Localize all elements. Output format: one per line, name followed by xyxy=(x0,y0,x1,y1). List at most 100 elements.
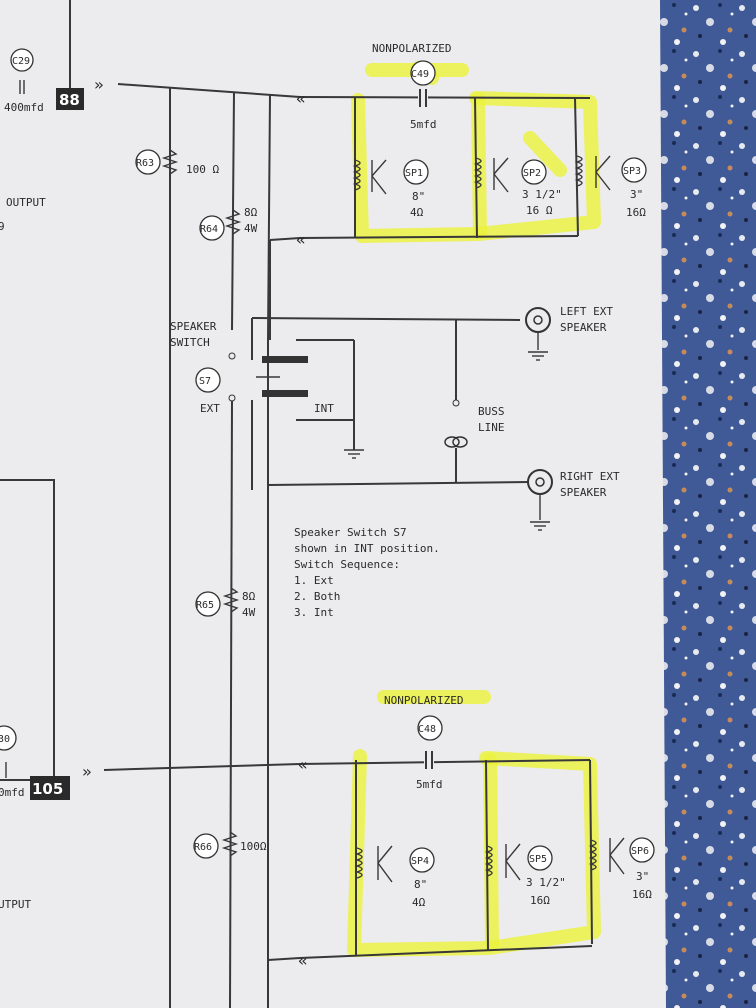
buss-label-2: LINE xyxy=(478,421,505,434)
sp5-size: 3 1/2" xyxy=(526,876,566,889)
sp6-coil-icon xyxy=(588,839,597,871)
buss-line-link-icon xyxy=(444,436,460,448)
sp4-ref: SP4 xyxy=(411,856,429,867)
c30-ref-fragment: 30 xyxy=(0,734,10,745)
sp2-ref: SP2 xyxy=(523,168,541,179)
c49-ref: C49 xyxy=(411,69,429,80)
buss-label: BUSS xyxy=(478,405,505,418)
sp1-ref: SP1 xyxy=(405,168,423,179)
sp1-size: 8" xyxy=(412,190,425,203)
terminal-88 xyxy=(56,88,84,110)
speaker-switch-label-2: SWITCH xyxy=(170,336,210,349)
arrow-chevrons-2: « xyxy=(296,89,306,108)
ground-icon-right-ext xyxy=(530,521,550,531)
r65-watts: 4W xyxy=(242,606,256,619)
ground-icon-left-ext xyxy=(528,351,548,361)
ground-icon-switch xyxy=(344,449,364,459)
note-line-3: Switch Sequence: xyxy=(294,558,400,571)
sp3-size: 3" xyxy=(630,188,643,201)
sp6-ref: SP6 xyxy=(631,846,649,857)
left-ext-label: LEFT EXT xyxy=(560,305,613,318)
note-line-4: 1. Ext xyxy=(294,574,334,587)
sp4-imp: 4Ω xyxy=(412,896,426,909)
r65-resistor-symbol xyxy=(222,587,240,613)
right-ext-label: RIGHT EXT xyxy=(560,470,620,483)
c29-value: 400mfd xyxy=(4,101,44,114)
arrow-chevrons-3: « xyxy=(296,230,306,249)
c29-ref: C29 xyxy=(12,56,30,67)
speaker-sp3: SP3 3" 16Ω xyxy=(574,155,647,219)
left-ext-label-2: SPEAKER xyxy=(560,321,607,334)
r64-value: 8Ω xyxy=(244,206,258,219)
c49-ref-circle xyxy=(410,60,436,86)
terminal-105 xyxy=(30,776,70,800)
r66-value: 100Ω xyxy=(240,840,267,853)
r64-watts: 4W xyxy=(244,222,258,235)
speaker-sp1: SP1 8" 4Ω xyxy=(352,159,429,219)
paper-sheet xyxy=(0,0,666,1008)
sp2-size: 3 1/2" xyxy=(522,188,562,201)
speaker-sp2: SP2 3 1/2" 16 Ω xyxy=(473,157,562,217)
r64-ref: R64 xyxy=(200,224,218,235)
s7-contact-lower xyxy=(262,390,308,397)
right-ext-label-2: SPEAKER xyxy=(560,486,607,499)
r65-value: 8Ω xyxy=(242,590,256,603)
r64-ref-circle xyxy=(199,215,225,241)
switch-wiring xyxy=(229,317,531,1008)
arrow-chevrons-1: » xyxy=(94,75,104,94)
output-label-top: OUTPUT xyxy=(6,196,46,209)
amplifier-box-partial xyxy=(0,479,55,781)
note-line-2: shown in INT position. xyxy=(294,542,440,555)
c48-note: NONPOLARIZED xyxy=(384,694,463,707)
sp6-size: 3" xyxy=(636,870,649,883)
c49-value: 5mfd xyxy=(410,118,437,131)
r66-ref: R66 xyxy=(194,842,212,853)
sp5-imp: 16Ω xyxy=(530,894,550,907)
sp1-coil-icon xyxy=(352,159,361,191)
sp5-ref: SP5 xyxy=(529,854,547,865)
speaker-sp4: SP4 8" 4Ω xyxy=(354,845,435,909)
sp2-imp: 16 Ω xyxy=(526,204,553,217)
ext-label: EXT xyxy=(200,402,220,415)
note-line-6: 3. Int xyxy=(294,606,334,619)
r63-ref-circle xyxy=(135,149,161,175)
r63-value: 100 Ω xyxy=(186,163,219,176)
arrow-chevrons-6: « xyxy=(298,951,308,970)
s7-contact-upper xyxy=(262,356,308,363)
note-line-5: 2. Both xyxy=(294,590,340,603)
arrow-chevrons-4: » xyxy=(82,762,92,781)
r63-ref: R63 xyxy=(136,158,154,169)
c29-group: C29 400mfd xyxy=(4,48,44,114)
switch-note: Speaker Switch S7 shown in INT position.… xyxy=(294,526,440,619)
top-wiring xyxy=(69,0,591,1008)
r65-ref: R65 xyxy=(196,600,214,611)
speaker-sp5: SP5 3 1/2" 16Ω xyxy=(484,843,566,907)
bottom-wiring xyxy=(103,759,593,961)
sp4-coil-icon xyxy=(354,847,363,879)
r64-resistor-symbol xyxy=(224,209,242,235)
r63-resistor-symbol xyxy=(161,149,179,175)
terminal-88-label: 88 xyxy=(59,91,80,109)
sp6-imp: 16Ω xyxy=(632,888,652,901)
note-line-1: Speaker Switch S7 xyxy=(294,526,407,539)
sp3-coil-icon xyxy=(574,155,583,187)
speaker-switch-label: SPEAKER xyxy=(170,320,217,333)
c48-ref: C48 xyxy=(418,724,436,735)
sp5-coil-icon xyxy=(484,845,493,877)
c48-value: 5mfd xyxy=(416,778,443,791)
terminal-105-label: 105 xyxy=(32,780,63,798)
sp2-coil-icon xyxy=(473,157,482,189)
int-label: INT xyxy=(314,402,334,415)
arrow-chevrons-5: « xyxy=(298,755,308,774)
c29-ref-circle xyxy=(10,48,34,72)
output-label-bottom: UTPUT xyxy=(0,898,31,911)
sp3-ref: SP3 xyxy=(623,166,641,177)
output-ref-fragment: 9 xyxy=(0,220,5,233)
c30-value-fragment: 0mfd xyxy=(0,786,25,799)
sp3-imp: 16Ω xyxy=(626,206,646,219)
sp1-imp: 4Ω xyxy=(410,206,424,219)
sp4-size: 8" xyxy=(414,878,427,891)
s7-ref: S7 xyxy=(199,376,211,387)
